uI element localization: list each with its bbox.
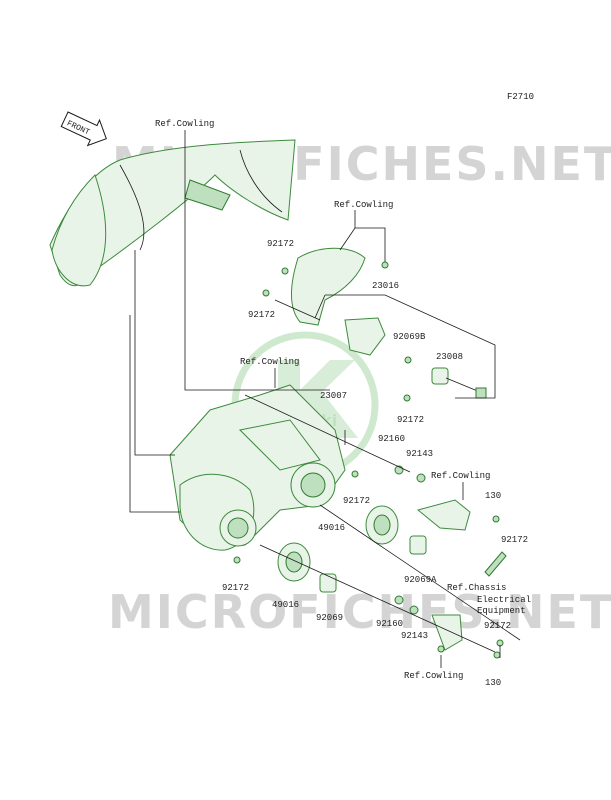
headlight-housing [169,384,346,551]
label-49016-a: 49016 [318,523,345,533]
label-23008: 23008 [436,352,463,362]
label-ref-cowling-side: Ref.Cowling [431,471,490,481]
label-92069: 92069 [316,613,343,623]
chassis-strip [484,551,507,577]
label-92160-a: 92160 [378,434,405,444]
label-92172-c: 92172 [397,415,424,425]
label-92143-a: 92143 [406,449,433,459]
label-92172-d: 92172 [343,496,370,506]
bracket-right-upper [416,499,471,531]
label-92172-f: 92172 [222,583,249,593]
label-23007: 23007 [320,391,347,401]
bulb-cover-49016-a [365,505,399,545]
upper-cowling [49,139,296,287]
label-92172-a: 92172 [267,239,294,249]
label-130-b: 130 [485,678,501,688]
label-92069B: 92069B [393,332,426,342]
label-ref-cowling-mid: Ref.Cowling [240,357,299,367]
label-130-a: 130 [485,491,501,501]
label-ref-chassis-3: Equipment [477,606,526,616]
bracket-23016 [290,247,386,356]
label-92143-b: 92143 [401,631,428,641]
front-arrow-icon: FRONT [60,111,107,147]
label-ref-chassis-1: Ref.Chassis [447,583,506,593]
leader-lines [129,130,521,668]
label-92172-g: 92172 [484,621,511,631]
bulb-23008 [431,367,487,399]
label-92160-b: 92160 [376,619,403,629]
label-ref-chassis-2: Electrical [477,595,531,605]
label-92172-b: 92172 [248,310,275,320]
label-92069A: 92069A [404,575,437,585]
label-ref-cowling-bottom: Ref.Cowling [404,671,463,681]
part-labels: Ref.Cowling Ref.Cowling 92172 92172 2301… [155,119,531,688]
bulb-92069 [319,573,337,593]
bulb-cover-49016-b [277,542,311,582]
label-ref-cowling-top: Ref.Cowling [155,119,214,129]
label-49016-b: 49016 [272,600,299,610]
bulb-92069A [409,535,427,555]
diagram-id: F2710 [507,92,534,102]
label-ref-cowling-right: Ref.Cowling [334,200,393,210]
label-23016: 23016 [372,281,399,291]
watermark-bottom: MICROFICHES.NET [108,585,611,639]
bracket-right-lower [431,614,463,651]
label-92172-e: 92172 [501,535,528,545]
